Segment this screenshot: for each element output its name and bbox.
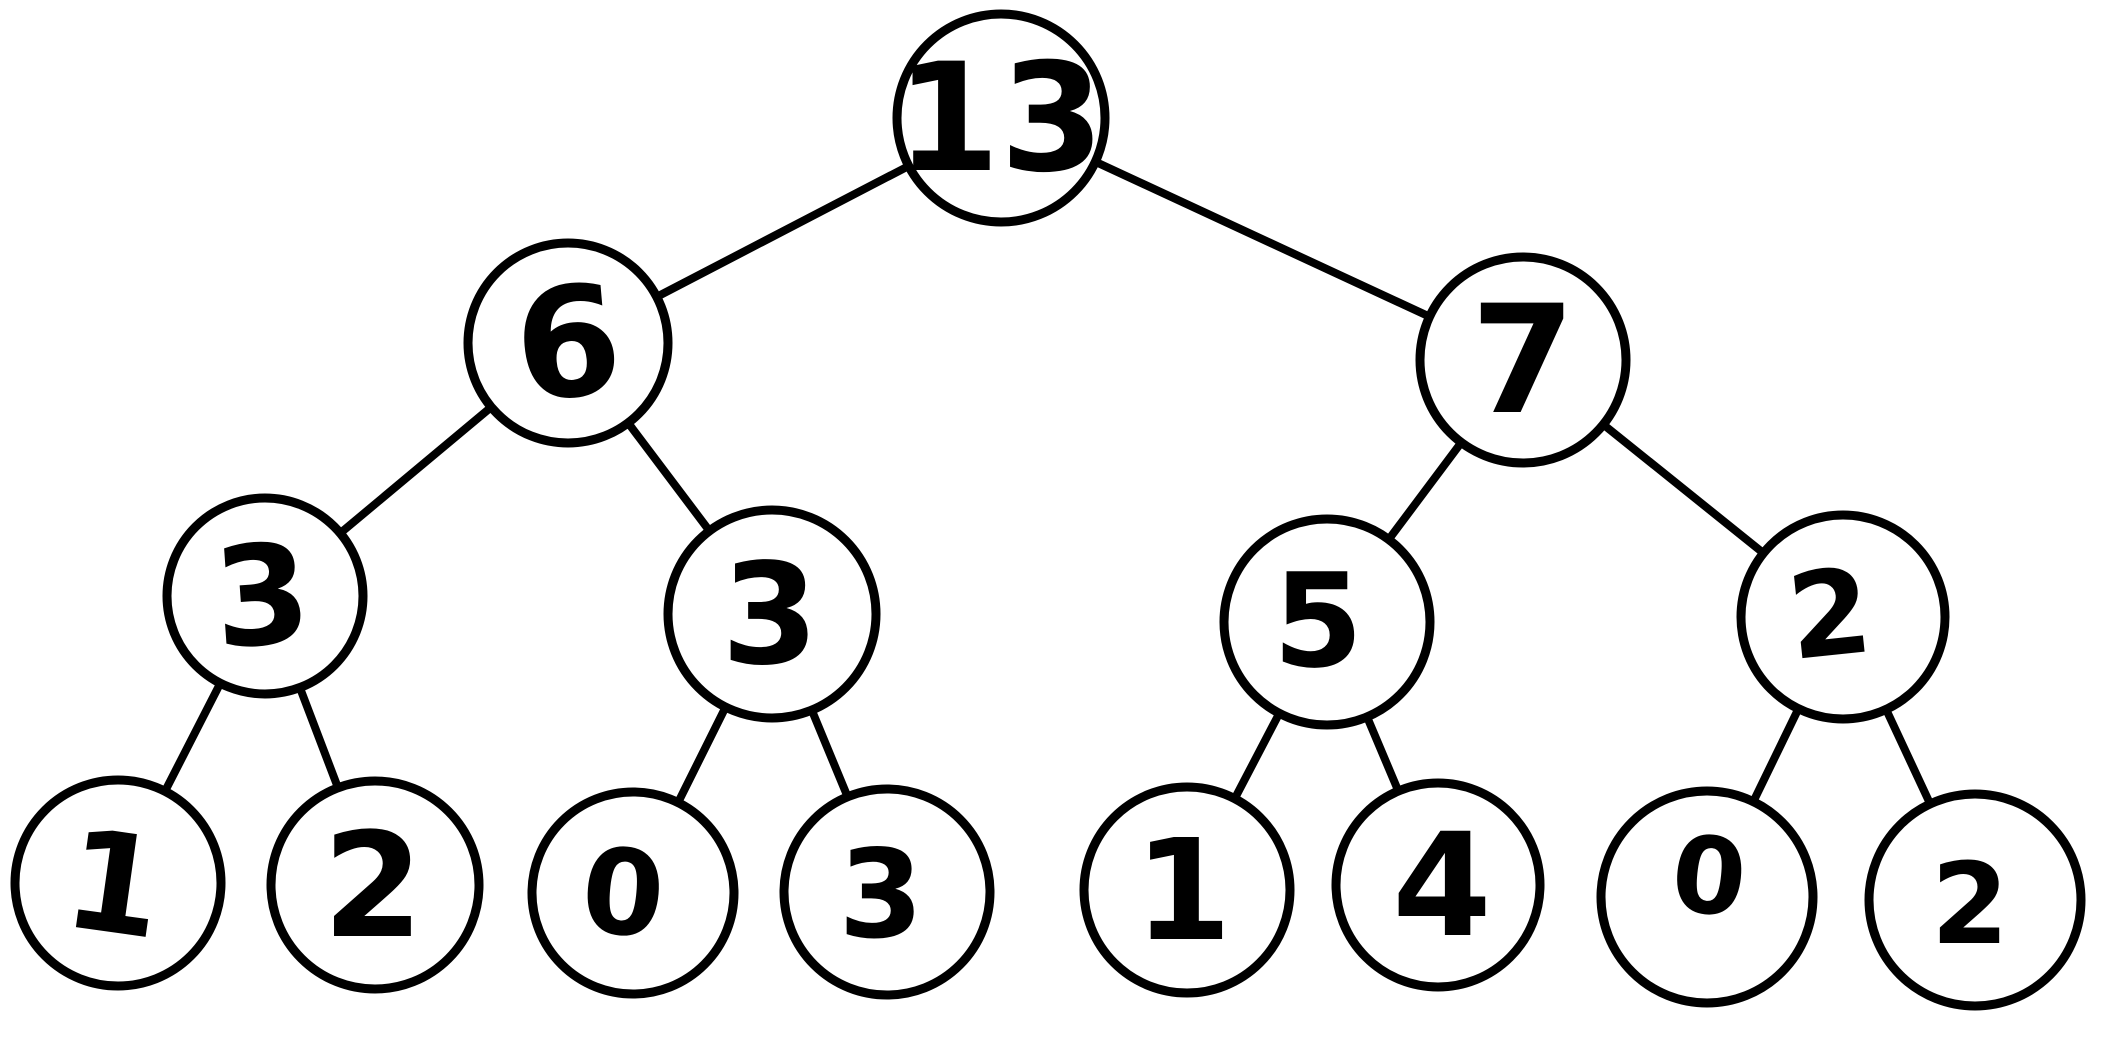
node-circle	[1596, 786, 1818, 1008]
tree-node-LL: 3	[162, 493, 368, 699]
node-value: 13	[896, 32, 1105, 206]
tree-node-LR: 3	[663, 505, 881, 723]
node-value: 1	[1134, 810, 1231, 973]
node-value: 0	[576, 821, 670, 966]
tree-node-RL: 5	[1219, 514, 1435, 730]
node-value: 0	[1666, 811, 1752, 941]
tree-node-RRL: 0	[1596, 786, 1818, 1008]
tree-node-RLR: 4	[1331, 778, 1545, 992]
node-circle	[1331, 778, 1545, 992]
tree-node-LLL: 1	[10, 775, 226, 991]
node-value: 3	[721, 534, 818, 697]
tree-node-RLL: 1	[1079, 782, 1295, 998]
tree-node-L: 6	[463, 238, 673, 448]
node-circle	[527, 787, 739, 999]
tree-node-root: 13	[892, 9, 1110, 227]
node-circle	[1219, 514, 1435, 730]
node-circle	[1415, 252, 1631, 468]
node-circle	[463, 238, 673, 448]
node-value: 7	[1471, 274, 1575, 448]
node-value: 4	[1392, 802, 1492, 969]
node-value: 6	[508, 251, 629, 437]
node-circle	[1736, 510, 1950, 724]
tree-node-LLR: 2	[266, 776, 484, 994]
node-value: 3	[839, 824, 924, 966]
node-value: 2	[1931, 840, 2009, 970]
node-value: 2	[323, 802, 424, 971]
node-circle	[892, 9, 1110, 227]
node-circle	[10, 775, 226, 991]
tree-node-RR: 2	[1736, 510, 1950, 724]
node-value: 3	[209, 513, 316, 680]
node-value: 5	[1273, 545, 1363, 697]
tree-nodes: 13 6 7 3 3 5 2 1	[10, 9, 2086, 1011]
tree-node-LRR: 3	[779, 784, 995, 1000]
node-circle	[162, 493, 368, 699]
tree-node-LRL: 0	[527, 787, 739, 999]
node-value: 1	[55, 798, 173, 971]
node-circle	[1079, 782, 1295, 998]
node-circle	[779, 784, 995, 1000]
node-value: 2	[1782, 541, 1878, 687]
node-circle	[266, 776, 484, 994]
node-circle	[663, 505, 881, 723]
tree-node-RRR: 2	[1864, 789, 2086, 1011]
tree-node-R: 7	[1415, 252, 1631, 468]
node-circle	[1864, 789, 2086, 1011]
